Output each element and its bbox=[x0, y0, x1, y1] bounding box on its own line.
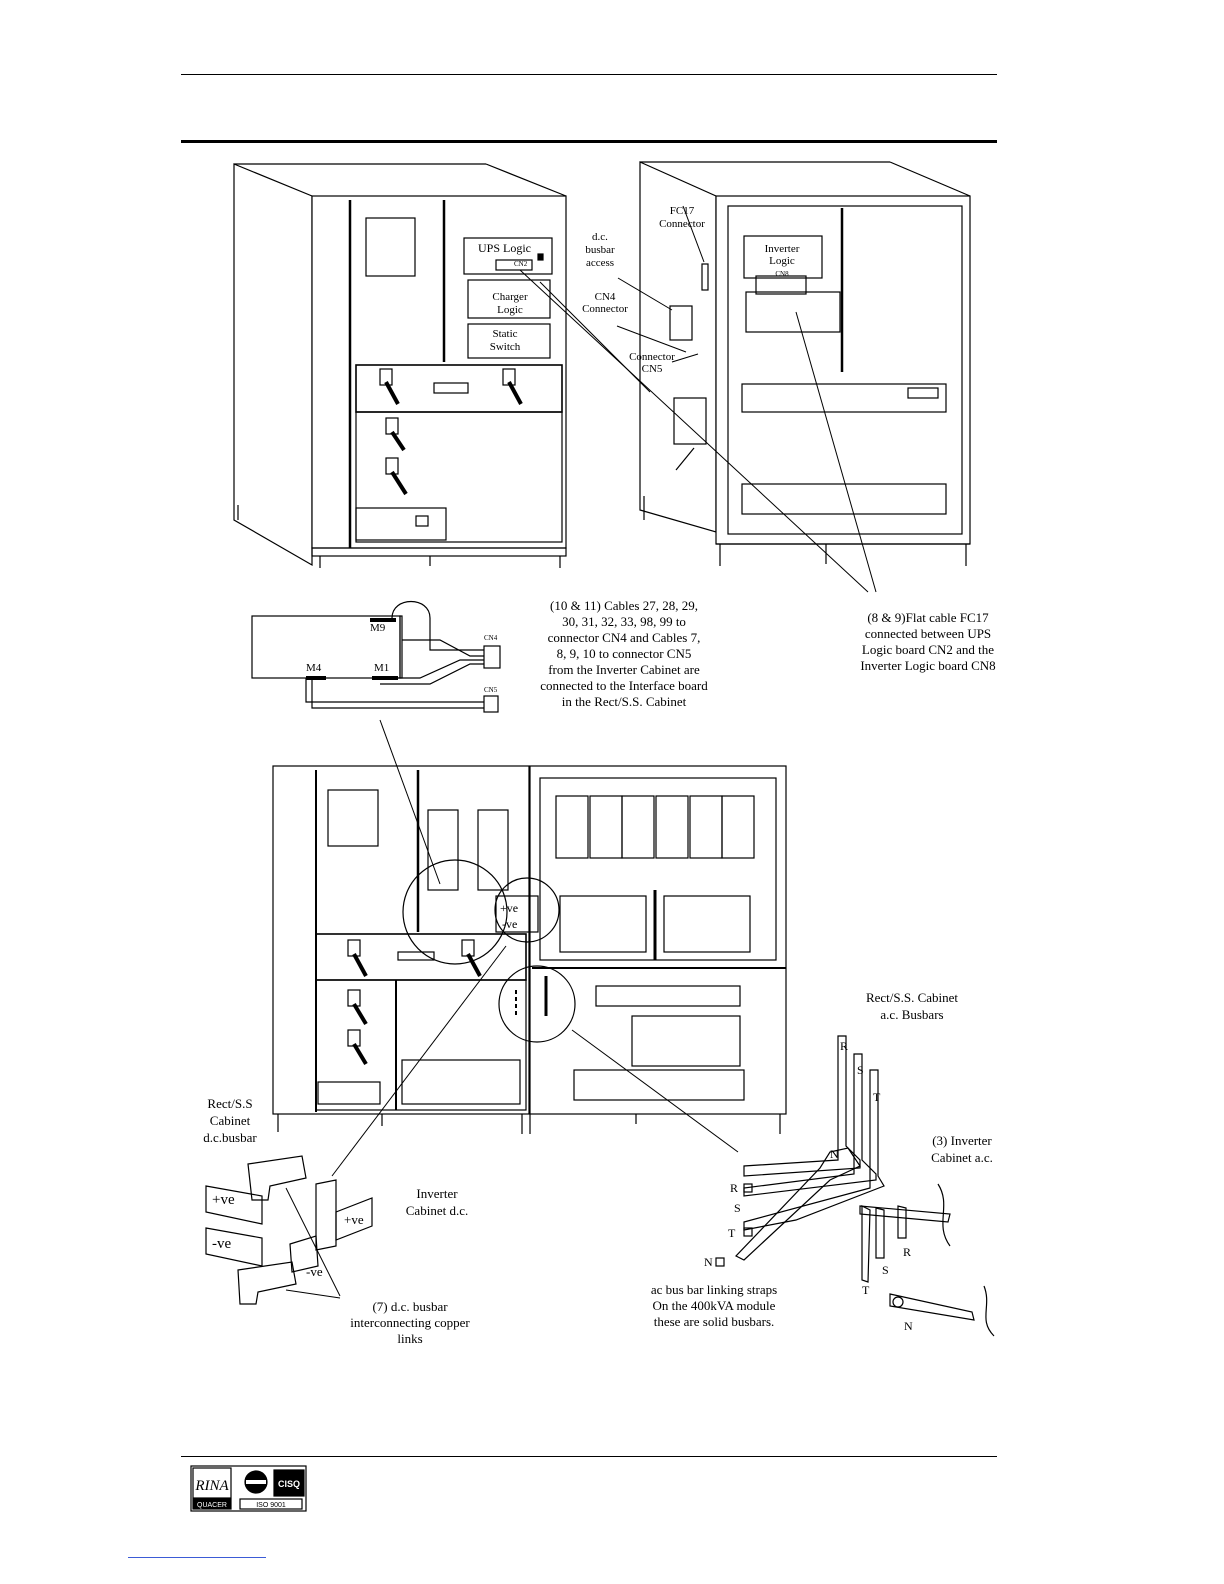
charger-logic-label: Logic bbox=[497, 304, 523, 316]
m4-label: M4 bbox=[306, 662, 322, 674]
cables-note: from the Inverter Cabinet are bbox=[548, 662, 700, 677]
dc-links-note: (7) d.c. busbar bbox=[372, 1299, 448, 1314]
svg-text:ISO 9001: ISO 9001 bbox=[256, 1502, 286, 1509]
neg-ve-label: -ve bbox=[306, 1264, 323, 1279]
cn4-connector-label: Connector bbox=[582, 303, 628, 315]
cables-note: 8, 9, 10 to connector CN5 bbox=[557, 646, 692, 661]
phase-t-label: T bbox=[873, 1090, 881, 1104]
rect-ss-dc-busbar-label: Cabinet bbox=[210, 1113, 251, 1128]
cables-note: 30, 31, 32, 33, 98, 99 to bbox=[562, 614, 686, 629]
ups-logic-board bbox=[463, 237, 553, 275]
bottom-switches bbox=[347, 939, 482, 1066]
vent-grille bbox=[741, 483, 947, 515]
cn2-label: CN2 bbox=[514, 260, 528, 268]
svg-text:RINA: RINA bbox=[194, 1478, 229, 1494]
interface-board-harness bbox=[251, 600, 501, 713]
rect-ss-dc-busbar-label: d.c.busbar bbox=[203, 1130, 257, 1145]
dc-busbar-links bbox=[205, 1155, 373, 1305]
cables-note: in the Rect/S.S. Cabinet bbox=[562, 694, 687, 709]
cn8-label: CN8 bbox=[775, 270, 789, 278]
dc-busbar-access-label: busbar bbox=[585, 244, 615, 256]
phase-t-label: T bbox=[862, 1283, 870, 1297]
static-switch-label: Switch bbox=[490, 341, 521, 353]
svg-text:CISQ: CISQ bbox=[278, 1479, 300, 1489]
isolator-switch bbox=[385, 417, 406, 452]
phase-n-label: N bbox=[904, 1319, 913, 1333]
m9-label: M9 bbox=[370, 622, 386, 634]
cables-note: (10 & 11) Cables 27, 28, 29, bbox=[550, 598, 698, 613]
bottom-leaders bbox=[285, 719, 739, 1299]
vent-grille bbox=[401, 1059, 521, 1105]
charger-logic-board bbox=[467, 279, 551, 319]
dc-links-note: interconnecting copper bbox=[350, 1315, 470, 1330]
flat-cable-note: (8 & 9)Flat cable FC17 bbox=[867, 610, 989, 625]
rect-ss-cabinet bbox=[233, 163, 567, 568]
charger-logic-label: Charger bbox=[492, 291, 528, 303]
inverter-logic-label: Inverter bbox=[765, 243, 800, 255]
fc17-connector-label: FC17 bbox=[670, 205, 695, 217]
diagram-labels: UPS Logic CN2 Charger Logic Static Switc… bbox=[203, 205, 995, 1346]
inverter-cabinet-dc-label: Inverter bbox=[416, 1186, 458, 1201]
header-rule bbox=[181, 74, 997, 75]
pos-ve-inset-label: +ve bbox=[500, 901, 518, 915]
isolator-switch bbox=[379, 368, 400, 405]
section-rule bbox=[181, 140, 997, 143]
bottom-cabinets bbox=[272, 765, 787, 1134]
dc-busbar-access-label: access bbox=[586, 257, 614, 269]
phase-s-label: S bbox=[857, 1063, 864, 1077]
footnote-rule bbox=[128, 1557, 266, 1558]
ac-straps-note: ac bus bar linking straps bbox=[651, 1282, 777, 1297]
m1-label: M1 bbox=[374, 662, 389, 674]
inverter-cabinet bbox=[639, 161, 971, 566]
vent-grille bbox=[741, 383, 947, 413]
dc-links-note: links bbox=[397, 1331, 422, 1346]
footer-rule bbox=[181, 1456, 997, 1457]
static-switch-board bbox=[467, 323, 551, 359]
cn5-small-label: CN5 bbox=[484, 686, 498, 694]
rect-ss-ac-busbars-label: Rect/S.S. Cabinet bbox=[866, 990, 958, 1005]
cables-note: connected to the Interface board bbox=[540, 678, 708, 693]
phase-t-label: T bbox=[728, 1226, 736, 1240]
rect-ss-dc-busbar-label: Rect/S.S bbox=[207, 1096, 252, 1111]
cables-note: connector CN4 and Cables 7, bbox=[548, 630, 701, 645]
certification-logo: RINA QUACER CISQ ISO 9001 bbox=[190, 1465, 307, 1512]
phase-n-label: N bbox=[704, 1255, 713, 1269]
inverter-cabinet-ac-label: Cabinet a.c. bbox=[931, 1150, 993, 1165]
phase-n-label: N bbox=[830, 1147, 839, 1161]
ac-busbars bbox=[715, 1035, 995, 1337]
flat-cable-note: Inverter Logic board CN8 bbox=[860, 658, 995, 673]
phase-r-label: R bbox=[903, 1245, 911, 1259]
connector-cn5-label: CN5 bbox=[642, 363, 663, 375]
inverter-cabinet-dc-label: Cabinet d.c. bbox=[406, 1203, 468, 1218]
static-switch-label: Static bbox=[492, 328, 517, 340]
svg-text:QUACER: QUACER bbox=[197, 1502, 227, 1509]
leader-lines bbox=[519, 205, 877, 593]
neg-ve-inset-label: -ve bbox=[502, 917, 517, 931]
dc-busbar-access-label: d.c. bbox=[592, 231, 608, 243]
isolator-switch bbox=[385, 457, 408, 496]
isolator-switch bbox=[502, 368, 523, 405]
phase-r-label: R bbox=[840, 1039, 848, 1053]
fc17-connector-label: Connector bbox=[659, 218, 705, 230]
cn4-connector-label: CN4 bbox=[595, 291, 616, 303]
pos-ve-label: +ve bbox=[344, 1212, 364, 1227]
phase-s-label: S bbox=[734, 1201, 741, 1215]
cn4-small-label: CN4 bbox=[484, 634, 498, 642]
connector-cn5-label: Connector bbox=[629, 351, 675, 363]
inverter-cabinet-ac-label: (3) Inverter bbox=[932, 1133, 992, 1148]
rect-ss-ac-busbars-label: a.c. Busbars bbox=[880, 1007, 943, 1022]
ups-logic-label: UPS Logic bbox=[478, 241, 531, 255]
phase-r-label: R bbox=[730, 1181, 738, 1195]
flat-cable-note: connected between UPS bbox=[865, 626, 991, 641]
neg-ve-label: -ve bbox=[212, 1236, 231, 1252]
phase-s-label: S bbox=[882, 1263, 889, 1277]
ac-straps-note: On the 400kVA module bbox=[653, 1298, 776, 1313]
flat-cable-note: Logic board CN2 and the bbox=[862, 642, 994, 657]
pos-ve-label: +ve bbox=[212, 1192, 235, 1208]
inverter-logic-label: Logic bbox=[769, 255, 795, 267]
ac-straps-note: these are solid busbars. bbox=[654, 1314, 775, 1329]
